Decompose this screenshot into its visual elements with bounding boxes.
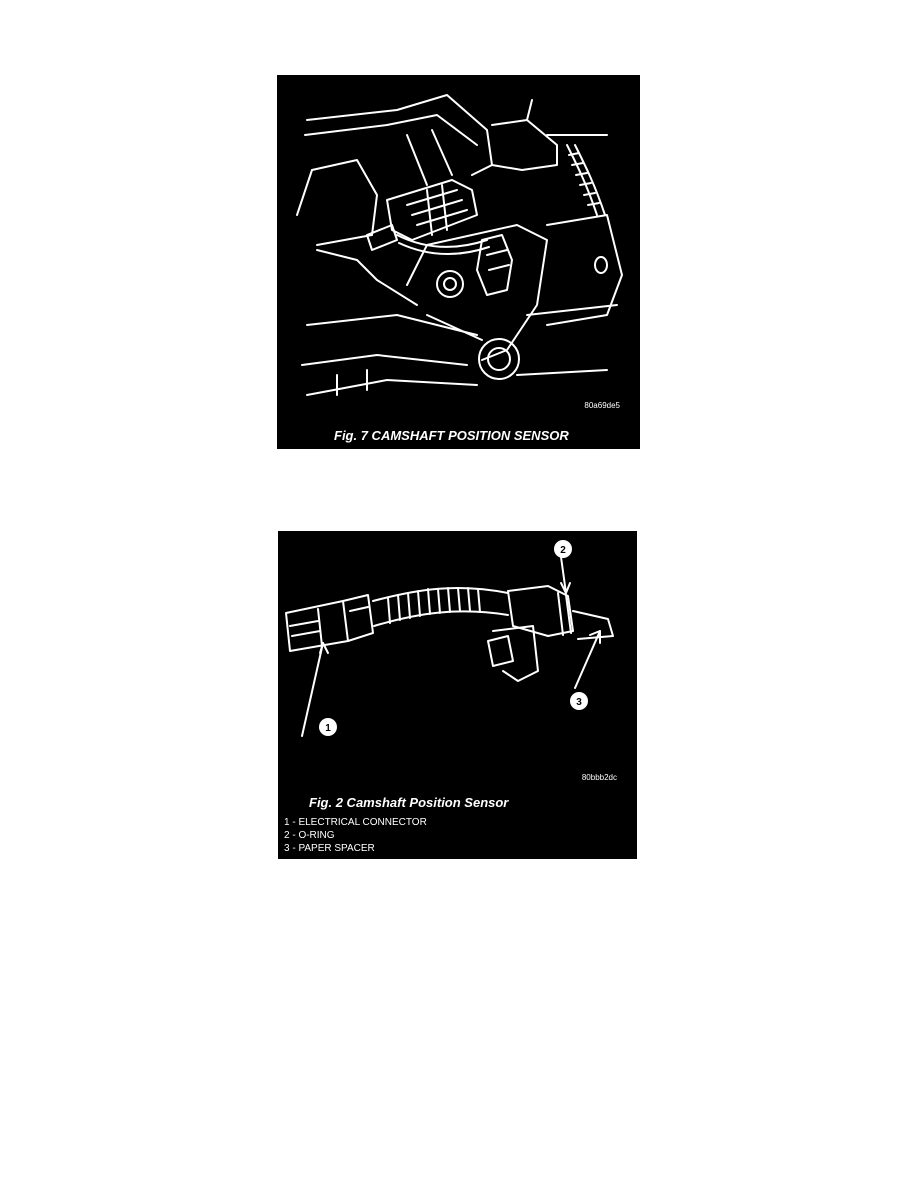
- engine-illustration: [296, 94, 623, 396]
- callout-2-label: 2: [560, 545, 566, 556]
- callout-3-marker: [570, 692, 588, 710]
- callout-1-marker: [319, 718, 337, 736]
- legend-item: 3 - PAPER SPACER: [284, 843, 375, 854]
- figure-code: 80bbb2dc: [581, 773, 617, 782]
- figure-code: 80a69de5: [584, 401, 620, 410]
- sensor-illustration: 1 2 3: [285, 540, 614, 737]
- legend-item: 1 - ELECTRICAL CONNECTOR: [284, 817, 427, 828]
- figure-camshaft-sensor-detail: 1 2 3 80bbb2dc Fig. 2 Camshaft Position …: [278, 531, 637, 859]
- legend-item: 2 - O-RING: [284, 830, 335, 841]
- figure-camshaft-sensor-installed: 80a69de5 Fig. 7 CAMSHAFT POSITION SENSOR: [277, 75, 640, 449]
- callout-markers: 1 2 3: [319, 540, 588, 736]
- callout-2-marker: [554, 540, 572, 558]
- callout-1-label: 1: [325, 723, 331, 734]
- callout-3-label: 3: [576, 697, 582, 708]
- figure-caption: Fig. 7 CAMSHAFT POSITION SENSOR: [334, 428, 569, 443]
- figure-caption: Fig. 2 Camshaft Position Sensor: [309, 795, 509, 810]
- figure-legend: 1 - ELECTRICAL CONNECTOR 2 - O-RING 3 - …: [284, 816, 427, 855]
